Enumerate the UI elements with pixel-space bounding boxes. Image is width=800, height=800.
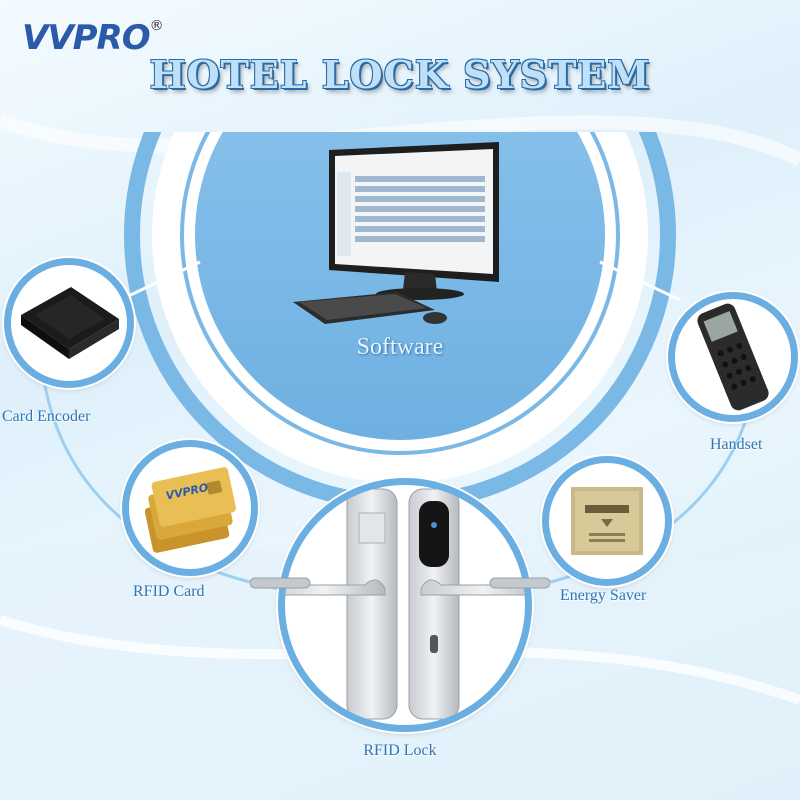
energy-saver-node (542, 456, 672, 586)
rfid-card-node: VVPRO (122, 440, 258, 576)
rfid-lock-icon (285, 488, 525, 720)
rfid-card-icon: VVPRO (144, 467, 236, 553)
software-label: Software (356, 334, 444, 360)
energy-saver-icon (571, 487, 643, 555)
handset-node (668, 292, 798, 422)
rfid-lock-label: RFID Lock (363, 742, 437, 759)
card-encoder-label: Card Encoder (2, 408, 91, 425)
lock-handles (250, 577, 550, 589)
brand-logo: VVPRO® (22, 18, 164, 58)
energy-saver-label: Energy Saver (560, 587, 647, 604)
rfid-lock-node (278, 478, 532, 732)
card-encoder-node (4, 258, 134, 388)
rfid-card-label: RFID Card (133, 583, 205, 600)
handset-icon (697, 303, 769, 411)
computer-icon (293, 142, 499, 324)
handset-label: Handset (710, 436, 763, 453)
logo-registered: ® (149, 18, 164, 34)
card-encoder-icon (21, 287, 119, 359)
page-title: HOTEL LOCK SYSTEM (149, 52, 651, 97)
logo-text: VVPRO (22, 18, 151, 58)
